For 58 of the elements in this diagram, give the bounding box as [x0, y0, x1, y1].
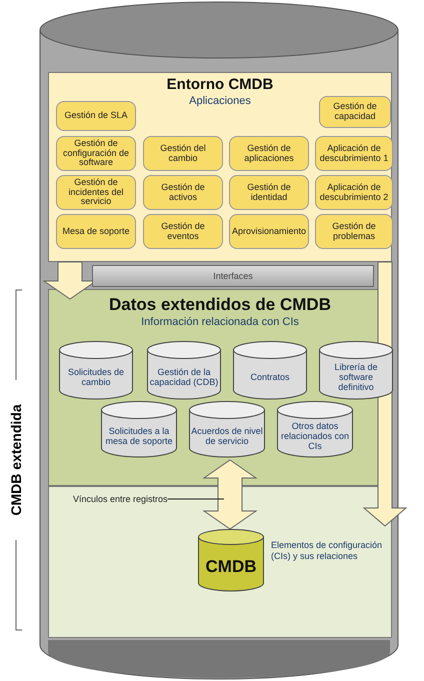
application-label: Gestión de identidad: [246, 182, 292, 202]
database-label: Solicitudes de cambio: [66, 368, 126, 388]
cmdb-panel: [48, 486, 392, 638]
application-box: [315, 214, 393, 249]
application-label: Aplicación de descubrimiento 2: [319, 182, 389, 202]
database-label: Otros datos relacionados con CIs: [280, 422, 350, 452]
database-label: Contratos: [250, 373, 290, 383]
database-cylinder: [319, 341, 393, 399]
database-label: Librería de software definitivo: [333, 363, 379, 393]
database-cylinder: [147, 341, 221, 399]
application-label: Gestión de problemas: [331, 222, 377, 242]
application-box: [56, 175, 136, 210]
database-label: Solicitudes a la mesa de soporte: [104, 427, 174, 447]
database-label: Acuerdos de nivel de servicio: [191, 427, 263, 447]
leader-line: [167, 498, 224, 500]
application-label: Gestión de capacidad: [332, 102, 378, 122]
cmdb-label: CMDB: [206, 558, 256, 576]
panel-title: Datos extendidos de CMDB: [109, 294, 331, 315]
application-label: Mesa de soporte: [62, 226, 130, 236]
database-cylinder: [233, 341, 307, 399]
application-box: [319, 96, 391, 128]
application-label: Gestión de incidentes del servicio: [67, 178, 125, 208]
application-label: Gestión de eventos: [160, 222, 206, 242]
database-cylinder: [277, 401, 353, 457]
database-cylinder: [189, 401, 265, 457]
application-box: [143, 175, 223, 210]
database-cylinder: [101, 401, 177, 457]
application-panel: [48, 72, 392, 262]
application-box: [315, 175, 393, 210]
panel-subtitle: Aplicaciones: [189, 94, 251, 107]
data-panel: [48, 289, 392, 486]
database-label: Gestión de la capacidad (CDB): [149, 368, 219, 388]
double-arrow: [202, 459, 258, 530]
cmdb-database: [198, 529, 264, 591]
application-box: [143, 214, 223, 249]
application-box: [315, 136, 393, 171]
application-box: [143, 136, 223, 171]
application-box: [56, 101, 136, 131]
interface-band: [92, 265, 374, 287]
application-label: Gestión de configuración de software: [62, 138, 130, 168]
application-label: Gestión de SLA: [64, 111, 128, 121]
application-box: [229, 214, 309, 249]
application-box: [229, 136, 309, 171]
band-label: Interfaces: [213, 271, 253, 281]
application-label: Aprovisionamiento: [232, 226, 306, 236]
side-label: CMDB extendida: [8, 380, 24, 540]
link-label: Vínculos entre registros: [73, 494, 415, 504]
application-label: Gestión de activos: [160, 182, 206, 202]
cmdb-caption: Elementos de configuración (CIs) y sus relaciones: [271, 540, 384, 562]
application-label: Gestión de aplicaciones: [243, 144, 295, 164]
application-box: [229, 175, 309, 210]
panel-subtitle: Información relacionada con CIs: [141, 314, 299, 328]
database-cylinder: [59, 341, 133, 399]
panel-title: Entorno CMDB: [166, 75, 274, 94]
application-label: Aplicación de descubrimiento 1: [319, 144, 389, 164]
application-box: [56, 214, 136, 249]
application-box: [56, 136, 136, 171]
application-label: Gestión del cambio: [159, 144, 207, 164]
